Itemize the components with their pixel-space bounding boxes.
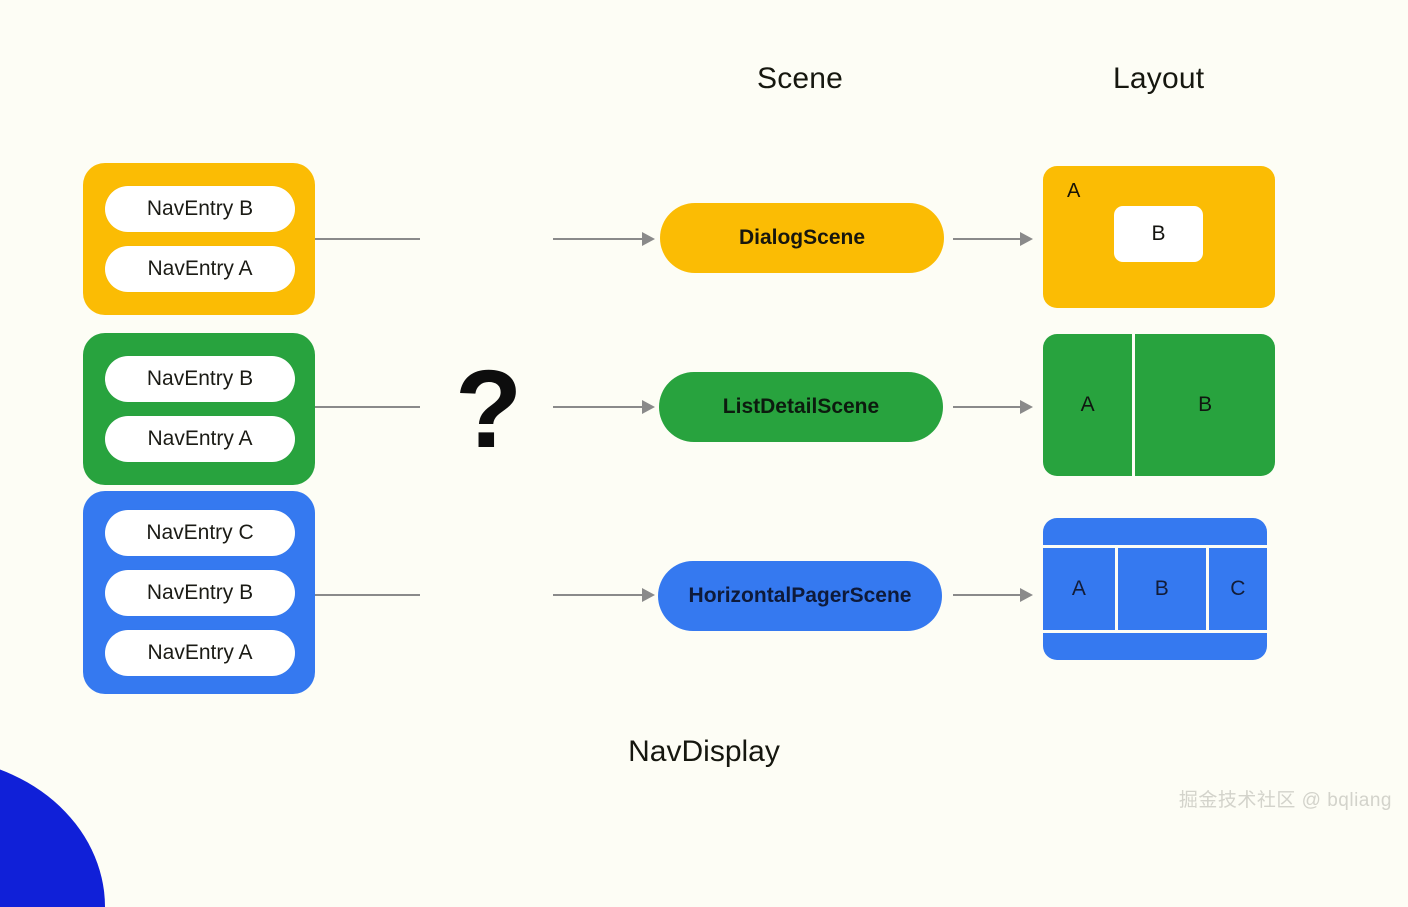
layout-dialog-overlay: B bbox=[1114, 206, 1203, 262]
arrow-to-layout-horizontal-pager bbox=[953, 594, 1031, 596]
column-header-scene: Scene bbox=[757, 62, 844, 95]
scene-node-dialog: DialogScene bbox=[660, 203, 944, 273]
arrow-to-scene-dialog bbox=[553, 238, 653, 240]
watermark: 掘金技术社区 @ bqliang bbox=[1178, 790, 1392, 811]
back-stack-list-detail: NavEntry B NavEntry A bbox=[83, 333, 315, 485]
nav-entry-pill: NavEntry B bbox=[105, 186, 295, 232]
connector-line-stack-horizontal-pager bbox=[315, 594, 420, 596]
diagram-canvas: Scene Layout NavEntry B NavEntry A Dialo… bbox=[0, 0, 1408, 839]
column-header-layout: Layout bbox=[1113, 62, 1205, 95]
layout-divider bbox=[1114, 548, 1118, 630]
arrow-to-scene-horizontal-pager bbox=[553, 594, 653, 596]
corner-accent-shape bbox=[0, 757, 105, 907]
nav-entry-pill: NavEntry A bbox=[105, 416, 295, 462]
nav-entry-pill: NavEntry B bbox=[105, 356, 295, 402]
connector-line-stack-dialog bbox=[315, 238, 420, 240]
arrow-to-scene-list-detail bbox=[553, 406, 653, 408]
layout-base-label: A bbox=[1067, 180, 1081, 202]
arrow-to-layout-list-detail bbox=[953, 406, 1031, 408]
scene-node-list-detail: ListDetailScene bbox=[659, 372, 943, 442]
back-stack-dialog: NavEntry B NavEntry A bbox=[83, 163, 315, 315]
layout-preview-list-detail: A B bbox=[1043, 334, 1275, 476]
connector-line-stack-list-detail bbox=[315, 406, 420, 408]
layout-preview-dialog: A B bbox=[1043, 166, 1275, 308]
pager-band: A B C bbox=[1043, 545, 1267, 633]
nav-entry-pill: NavEntry B bbox=[105, 569, 295, 616]
layout-page: C bbox=[1230, 577, 1246, 600]
question-mark-icon: ? bbox=[455, 348, 523, 471]
back-stack-horizontal-pager: NavEntry C NavEntry B NavEntry A bbox=[83, 491, 315, 694]
scene-node-horizontal-pager: HorizontalPagerScene bbox=[658, 561, 942, 631]
nav-entry-pill: NavEntry C bbox=[105, 509, 295, 556]
arrow-to-layout-dialog bbox=[953, 238, 1031, 240]
nav-entry-pill: NavEntry A bbox=[105, 629, 295, 676]
layout-divider bbox=[1132, 334, 1136, 476]
layout-page: B bbox=[1154, 577, 1169, 600]
layout-preview-horizontal-pager: A B C bbox=[1043, 518, 1267, 660]
layout-page: A bbox=[1071, 577, 1086, 600]
nav-entry-pill: NavEntry A bbox=[105, 246, 295, 292]
layout-pane: B bbox=[1198, 393, 1213, 416]
layout-divider bbox=[1205, 548, 1209, 630]
layout-pane: A bbox=[1080, 393, 1095, 416]
diagram-caption: NavDisplay bbox=[628, 735, 780, 768]
